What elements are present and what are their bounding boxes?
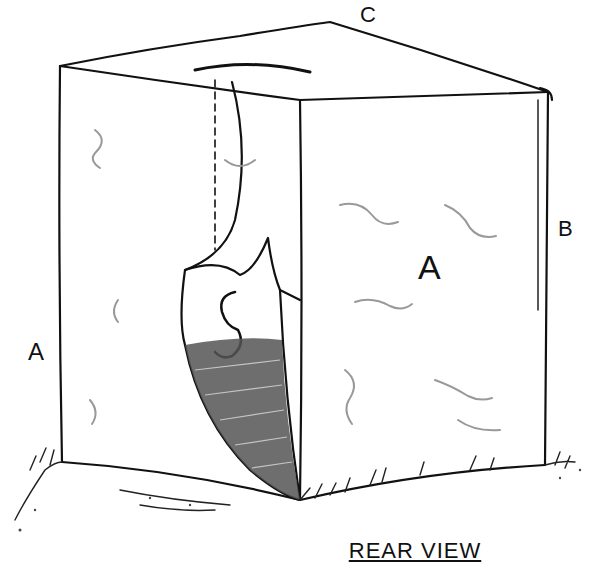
shaded-break (185, 338, 300, 500)
right-edge-line (537, 100, 538, 310)
break-outline (182, 82, 301, 500)
top-crack (195, 64, 310, 72)
face-label: A (28, 340, 44, 364)
top-face (60, 22, 548, 100)
edge-label: C (360, 4, 376, 26)
corner-chip (540, 88, 552, 100)
caption: REAR VIEW (349, 540, 481, 562)
texture-marks (90, 130, 500, 430)
right-bottom (300, 465, 545, 500)
left-edge (59, 66, 62, 462)
ground (15, 448, 575, 520)
dashed-line (214, 80, 216, 250)
right-edge (545, 92, 548, 465)
edge-label: B (558, 218, 573, 240)
face-label: A (418, 250, 441, 284)
break-ledge (185, 238, 300, 300)
ground-dots (19, 469, 582, 532)
hatch (195, 360, 292, 468)
